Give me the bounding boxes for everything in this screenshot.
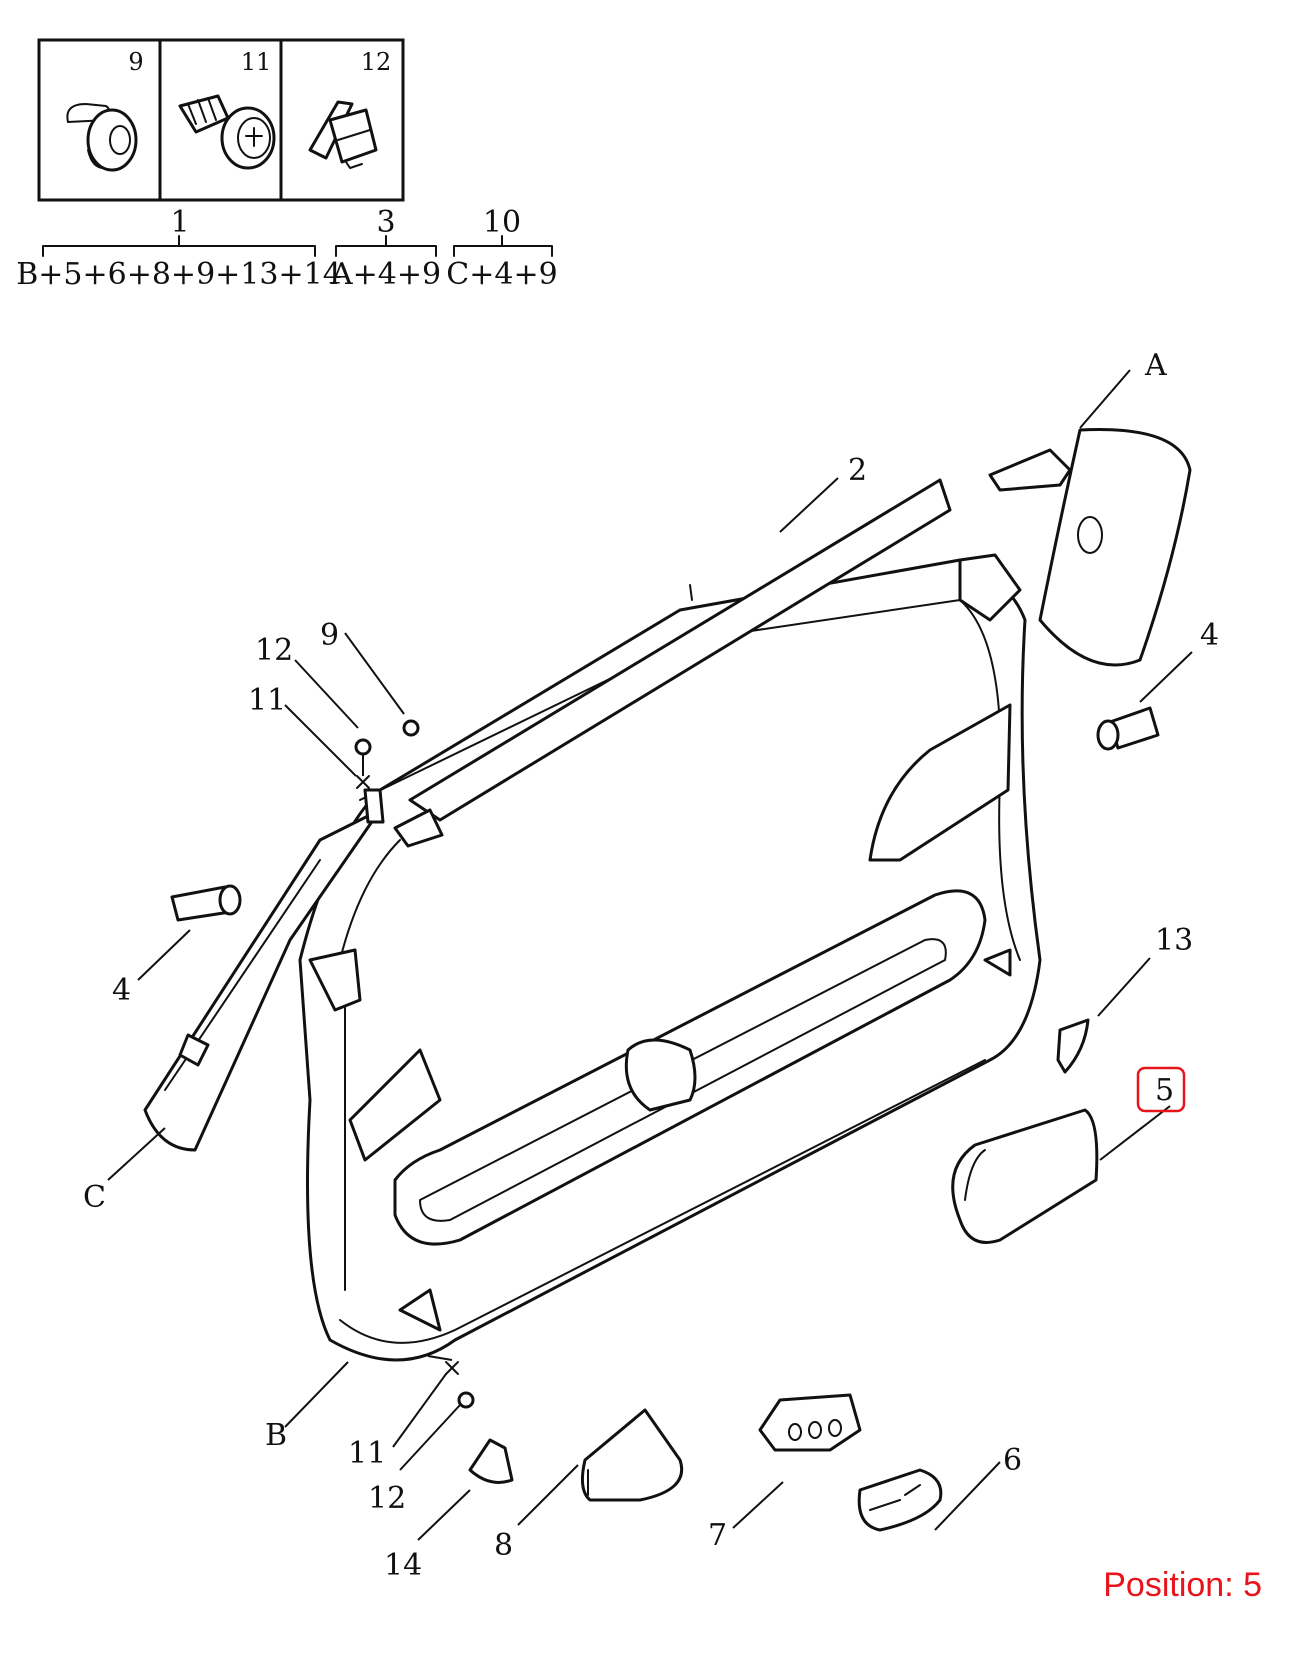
- callout-a: A: [1144, 348, 1167, 383]
- callout-14: 14: [384, 1548, 422, 1583]
- position-label: Position: 5: [1103, 1566, 1262, 1604]
- kit-number: 3: [376, 205, 395, 240]
- clip-part-12-upper: [354, 738, 372, 756]
- callout-b: B: [265, 1418, 287, 1453]
- callout-8: 8: [494, 1528, 513, 1563]
- callout-13: 13: [1155, 923, 1193, 958]
- callout-4-left: 4: [112, 973, 131, 1008]
- screw-icon: [178, 94, 276, 170]
- callout-labels: A 2 4 4 13 5 6 7 8 14 12 11 B C 9 12 11: [83, 348, 1219, 1583]
- kit-contents: C+4+9: [446, 257, 557, 292]
- callout-12-top: 12: [255, 633, 293, 668]
- kit-number: 10: [483, 205, 521, 240]
- clip-nut-icon: [308, 100, 378, 169]
- kit-cell-number: 12: [361, 48, 392, 76]
- cover-part-14: [468, 1438, 514, 1484]
- kit-cell-number: 9: [128, 48, 143, 76]
- callout-11-top: 11: [248, 683, 286, 718]
- callout-c: C: [83, 1180, 106, 1215]
- callout-9: 9: [320, 618, 339, 653]
- cover-part-13: [1056, 1018, 1090, 1074]
- switch-part-7: [758, 1393, 862, 1452]
- callout-7: 7: [708, 1518, 727, 1553]
- callout-highlight: [1136, 1066, 1186, 1113]
- screw-part-11-upper: [356, 775, 370, 789]
- pillar-trim-c: [143, 808, 382, 1152]
- button-cover-part-6: [857, 1468, 943, 1532]
- upper-trim-a: [958, 428, 1192, 667]
- push-clip-icon: [66, 103, 138, 172]
- clip-part-4-right: [1096, 706, 1160, 751]
- fastener-group-upper: [354, 719, 444, 848]
- callout-2: 2: [848, 453, 867, 488]
- kit-contents: A+4+9: [330, 257, 441, 292]
- screw-part-11-lower: [445, 1361, 459, 1375]
- callout-5: 5: [1155, 1073, 1174, 1108]
- callout-12-bottom: 12: [368, 1481, 406, 1516]
- clip-part-9: [402, 719, 420, 737]
- kit-contents: B+5+6+8+9+13+14: [16, 257, 342, 292]
- leader-lines: [107, 369, 1193, 1541]
- kit-table: 9 11 12 1 B+5+6+8+9+13+14 3: [16, 38, 558, 292]
- cover-part-5: [951, 1108, 1099, 1244]
- callout-6: 6: [1003, 1443, 1022, 1478]
- kit-table-frame: [37, 38, 405, 202]
- cover-part-8: [580, 1408, 683, 1502]
- kit-number: 1: [170, 205, 189, 240]
- kit-cell-number: 11: [241, 48, 272, 76]
- callout-4-right: 4: [1200, 618, 1219, 653]
- clip-part-4-left: [170, 884, 242, 922]
- clip-part-12-lower: [457, 1391, 475, 1409]
- fastener-group-lower: [445, 1361, 475, 1409]
- callout-11-bottom: 11: [348, 1436, 386, 1471]
